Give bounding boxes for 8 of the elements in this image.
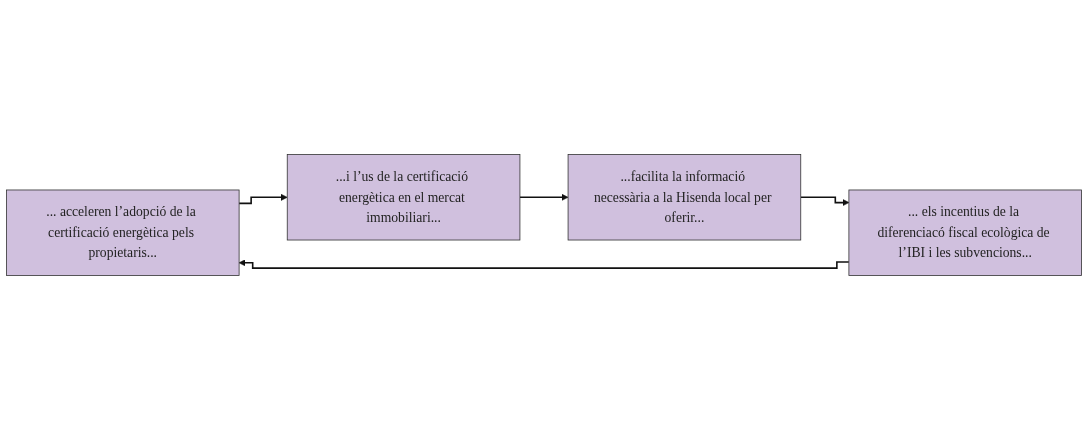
arrow: [238, 259, 850, 269]
arrow: [519, 193, 569, 201]
node-box: ...facilita la informació necessària a la Hisenda local per oferir...: [567, 154, 802, 241]
arrow: [238, 193, 288, 205]
node-box: ... els incentius de la diferenciacó fiscal ecològica de l’IBI i les subvencions...: [848, 189, 1082, 276]
node-box: ... acceleren l’adopció de la certificació energètica pels propietaris...: [6, 189, 240, 276]
node-box: ...i l’us de la certificació energètica en el mercat immobiliari...: [286, 154, 521, 241]
arrow: [799, 196, 850, 207]
